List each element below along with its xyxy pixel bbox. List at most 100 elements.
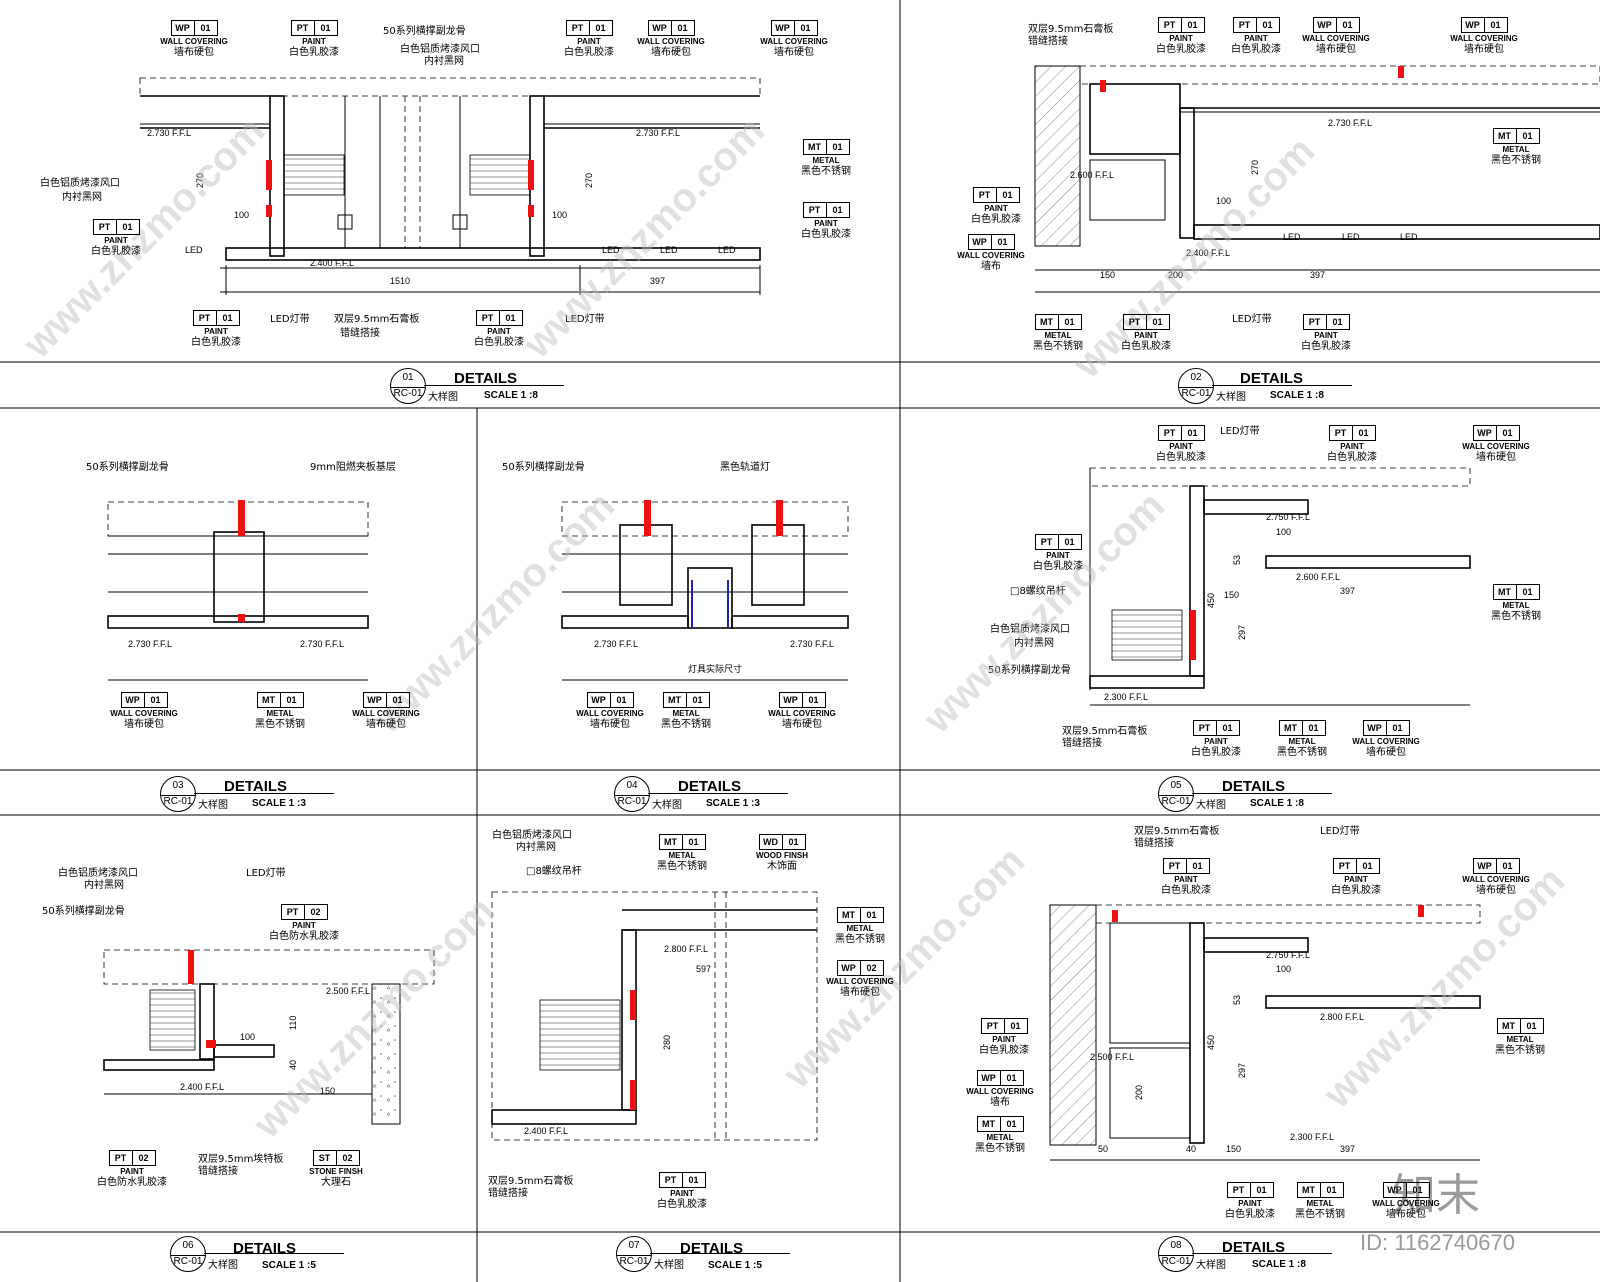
svg-text:100: 100: [234, 210, 249, 220]
detail-title: DETAILS: [1222, 778, 1285, 795]
svg-text:www.znzmo.com: www.znzmo.com: [775, 838, 1034, 1097]
detail-08-drawing: [1049, 904, 1481, 1161]
svg-text:内衬黑网: 内衬黑网: [516, 840, 556, 853]
svg-text:LED: LED: [1400, 232, 1418, 242]
svg-text:270: 270: [195, 173, 205, 188]
detail-08-labels: 双层9.5mm石膏板 错缝搭接 LED灯带 2.750 F.F.L 2.800 …: [1090, 824, 1364, 1270]
svg-text:LED灯带: LED灯带: [1232, 313, 1272, 325]
svg-text:内衬黑网: 内衬黑网: [424, 54, 464, 67]
svg-text:2.800 F.F.L: 2.800 F.F.L: [1320, 1012, 1364, 1022]
level-text: 2.730 F.F.L: [147, 128, 191, 138]
detail-02-drawing: [1034, 65, 1600, 293]
detail-title: DETAILS: [1222, 1239, 1285, 1256]
svg-text:www.znzmo.com: www.znzmo.com: [515, 108, 774, 367]
detail-04-labels: 50系列横撑副龙骨 黑色轨道灯 2.730 F.F.L 2.730 F.F.L …: [502, 460, 834, 809]
detail-scale: SCALE 1 :3: [252, 798, 306, 809]
svg-text:2.750 F.F.L: 2.750 F.F.L: [1266, 950, 1310, 960]
svg-text:2.730 F.F.L: 2.730 F.F.L: [790, 639, 834, 649]
svg-text:错缝搭接: 错缝搭接: [1134, 836, 1174, 849]
svg-text:白色铝质烤漆风口: 白色铝质烤漆风口: [58, 866, 138, 879]
svg-text:白色铝质烤漆风口: 白色铝质烤漆风口: [400, 42, 480, 55]
detail-title: DETAILS: [680, 1240, 743, 1257]
svg-text:50系列横撑副龙骨: 50系列横撑副龙骨: [383, 24, 466, 37]
svg-text:错缝搭接: 错缝搭接: [488, 1186, 528, 1199]
detail-04-drawing: [561, 500, 849, 681]
svg-text:双层9.5mm石膏板: 双层9.5mm石膏板: [1134, 824, 1219, 837]
svg-text:白色铝质烤漆风口: 白色铝质烤漆风口: [492, 828, 572, 841]
svg-text:白色铝质烤漆风口: 白色铝质烤漆风口: [990, 622, 1070, 635]
detail-06-drawing: [103, 949, 435, 1125]
svg-text:内衬黑网: 内衬黑网: [1014, 636, 1054, 649]
svg-text:100: 100: [552, 210, 567, 220]
svg-text:397: 397: [1310, 270, 1325, 280]
svg-text:200: 200: [1168, 270, 1183, 280]
detail-03-labels: 50系列横撑副龙骨 9mm阻燃夹板基层 2.730 F.F.L 2.730 F.…: [86, 460, 396, 809]
svg-text:□8螺纹吊杆: □8螺纹吊杆: [526, 864, 582, 877]
detail-03-drawing: [107, 500, 369, 681]
svg-text:灯具实际尺寸: 灯具实际尺寸: [688, 663, 742, 674]
svg-text:150: 150: [320, 1086, 335, 1096]
svg-text:397: 397: [1340, 586, 1355, 596]
svg-text:270: 270: [1250, 160, 1260, 175]
level-text: 2.730 F.F.L: [636, 128, 680, 138]
svg-text:150: 150: [1226, 1144, 1241, 1154]
detail-07-labels: 白色铝质烤漆风口 内衬黑网 □8螺纹吊杆 双层9.5mm石膏板 错缝搭接 2.8…: [488, 828, 762, 1271]
svg-text:597: 597: [696, 964, 711, 974]
svg-text:150: 150: [1100, 270, 1115, 280]
svg-text:2.400 F.F.L: 2.400 F.F.L: [1186, 248, 1230, 258]
svg-text:黑色轨道灯: 黑色轨道灯: [720, 460, 770, 473]
svg-text:双层9.5mm埃特板: 双层9.5mm埃特板: [198, 1152, 283, 1165]
detail-title: DETAILS: [233, 1240, 296, 1257]
detail-scale: SCALE 1 :5: [262, 1260, 316, 1271]
svg-text:53: 53: [1232, 995, 1242, 1005]
svg-text:40: 40: [288, 1060, 298, 1070]
svg-text:100: 100: [1216, 196, 1231, 206]
detail-05-drawing: [1089, 467, 1471, 706]
svg-text:50系列横撑副龙骨: 50系列横撑副龙骨: [42, 904, 125, 917]
svg-text:50系列横撑副龙骨: 50系列横撑副龙骨: [502, 460, 585, 473]
svg-text:双层9.5mm石膏板: 双层9.5mm石膏板: [334, 312, 419, 325]
svg-text:2.300 F.F.L: 2.300 F.F.L: [1290, 1132, 1334, 1142]
svg-text:2.750 F.F.L: 2.750 F.F.L: [1266, 512, 1310, 522]
svg-text:297: 297: [1237, 625, 1247, 640]
detail-scale: SCALE 1 :8: [1252, 1259, 1306, 1270]
svg-text:□8螺纹吊杆: □8螺纹吊杆: [1010, 584, 1066, 597]
svg-text:错缝搭接: 错缝搭接: [1062, 736, 1102, 749]
svg-text:2.730 F.F.L: 2.730 F.F.L: [300, 639, 344, 649]
svg-text:100: 100: [240, 1032, 255, 1042]
svg-text:2.400 F.F.L: 2.400 F.F.L: [180, 1082, 224, 1092]
detail-title: DETAILS: [1240, 370, 1303, 387]
svg-text:110: 110: [288, 1016, 298, 1030]
